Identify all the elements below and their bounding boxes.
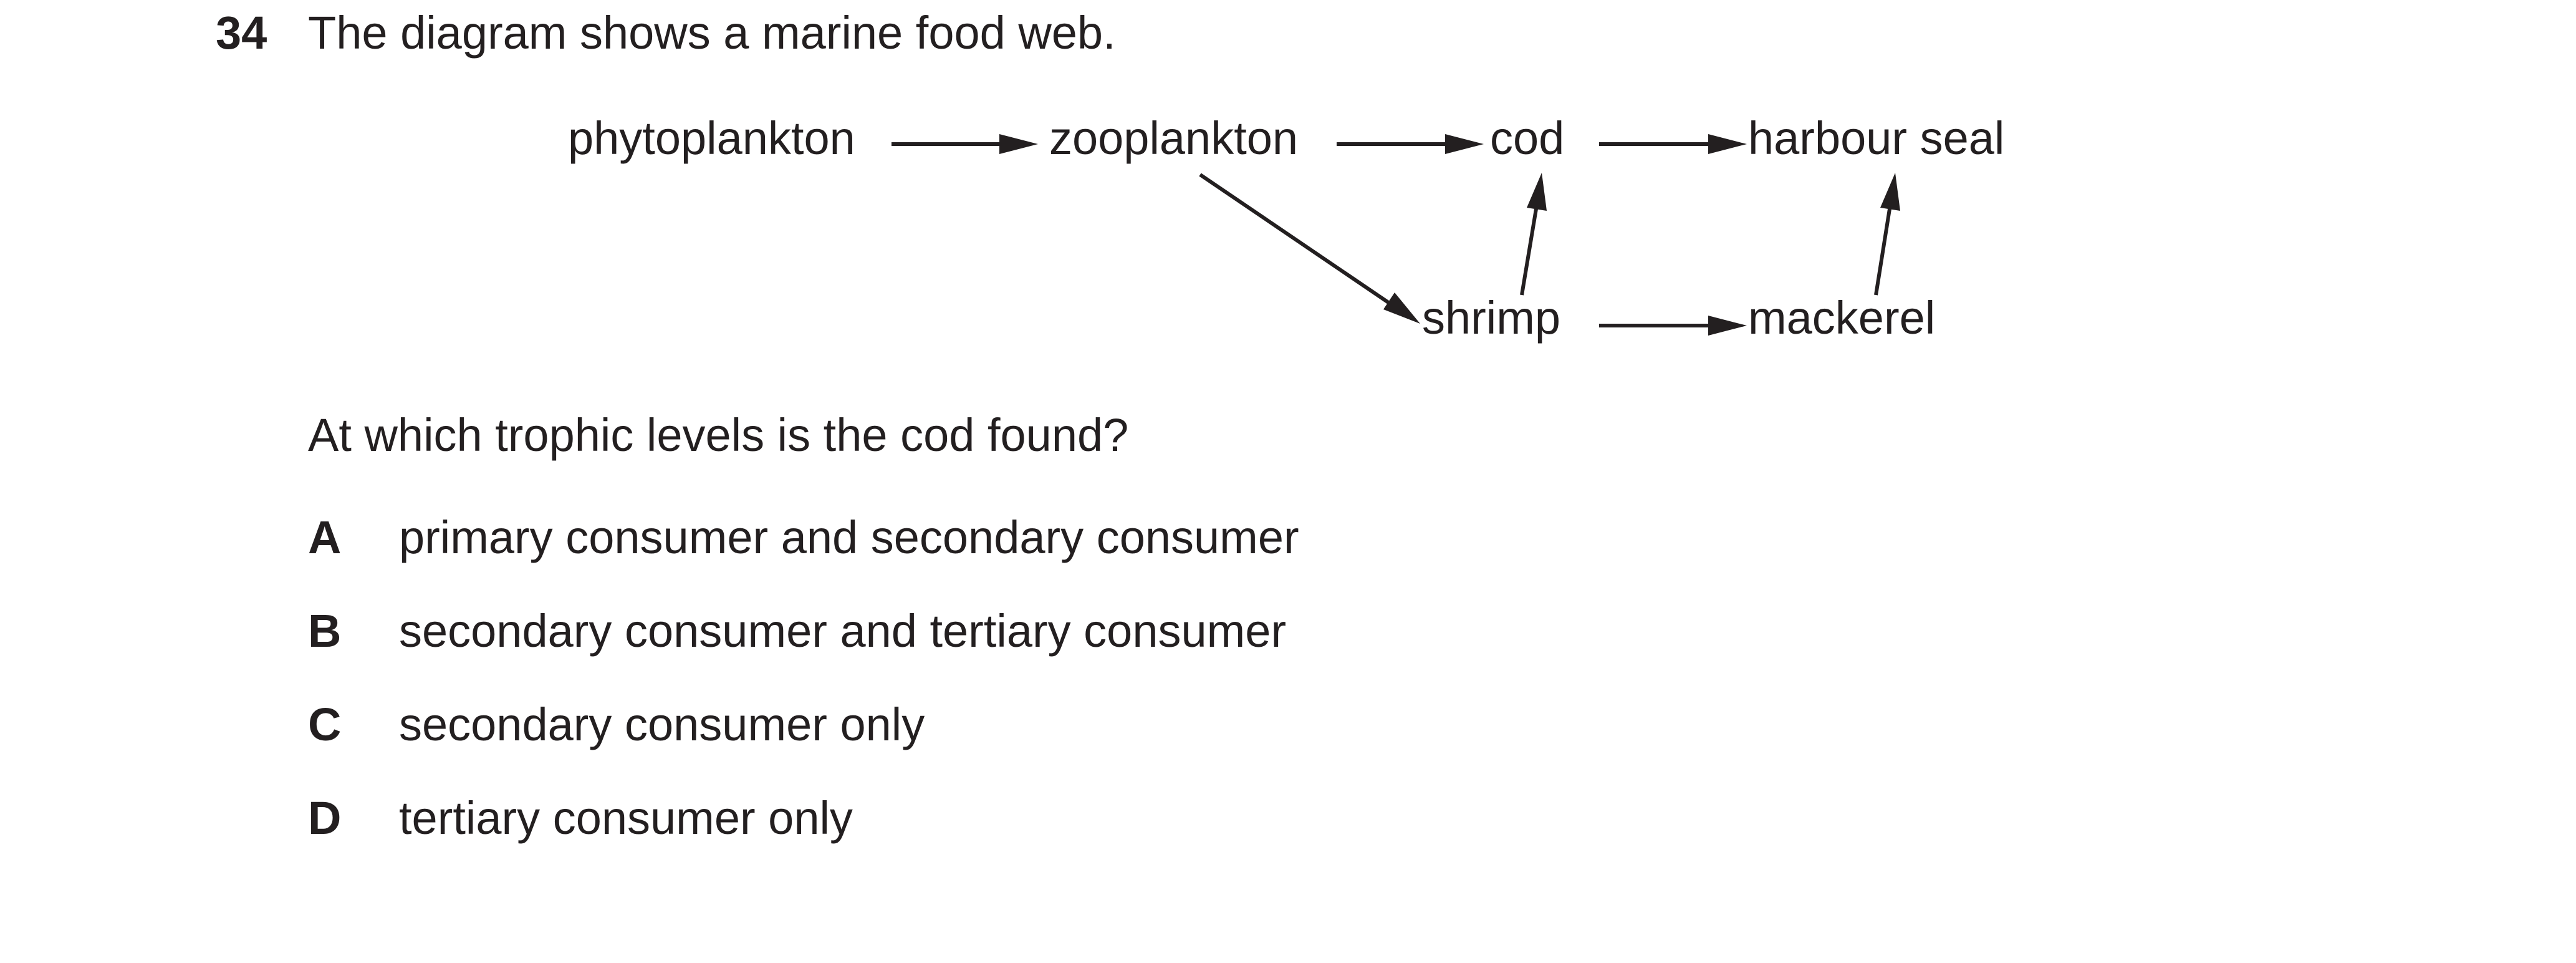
arrow-mackerel-harbour-seal: [1874, 173, 1900, 296]
option-letter: B: [308, 605, 342, 657]
organism-phytoplankton: phytoplankton: [568, 112, 855, 164]
organism-cod: cod: [1490, 112, 1565, 164]
food-web-arrows: [892, 134, 1900, 336]
organism-shrimp: shrimp: [1422, 292, 1561, 344]
arrow-zooplankton-shrimp: [1199, 173, 1420, 324]
option-letter: A: [308, 511, 342, 563]
option-text: secondary consumer and tertiary consumer: [399, 605, 1287, 657]
arrow-shrimp-mackerel: [1599, 316, 1747, 336]
option-text: tertiary consumer only: [399, 792, 853, 844]
arrow-shrimp-cod: [1520, 173, 1547, 296]
organism-zooplankton: zooplankton: [1049, 112, 1299, 164]
question-stem: The diagram shows a marine food web.: [308, 7, 1116, 59]
question-prompt: At which trophic levels is the cod found…: [308, 409, 1129, 461]
option-letter: C: [308, 699, 342, 750]
arrow-phytoplankton-zooplankton: [892, 134, 1038, 154]
organism-mackerel: mackerel: [1748, 292, 1936, 344]
organism-harbour-seal: harbour seal: [1748, 112, 2005, 164]
arrow-zooplankton-cod: [1337, 134, 1484, 154]
arrow-cod-harbour-seal: [1599, 134, 1747, 154]
food-web-diagram: phytoplankton zooplankton cod harbour se…: [0, 0, 2576, 399]
option-text: primary consumer and secondary consumer: [399, 511, 1299, 563]
option-text: secondary consumer only: [399, 699, 925, 750]
question-number: 34: [216, 7, 267, 59]
option-letter: D: [308, 792, 342, 844]
